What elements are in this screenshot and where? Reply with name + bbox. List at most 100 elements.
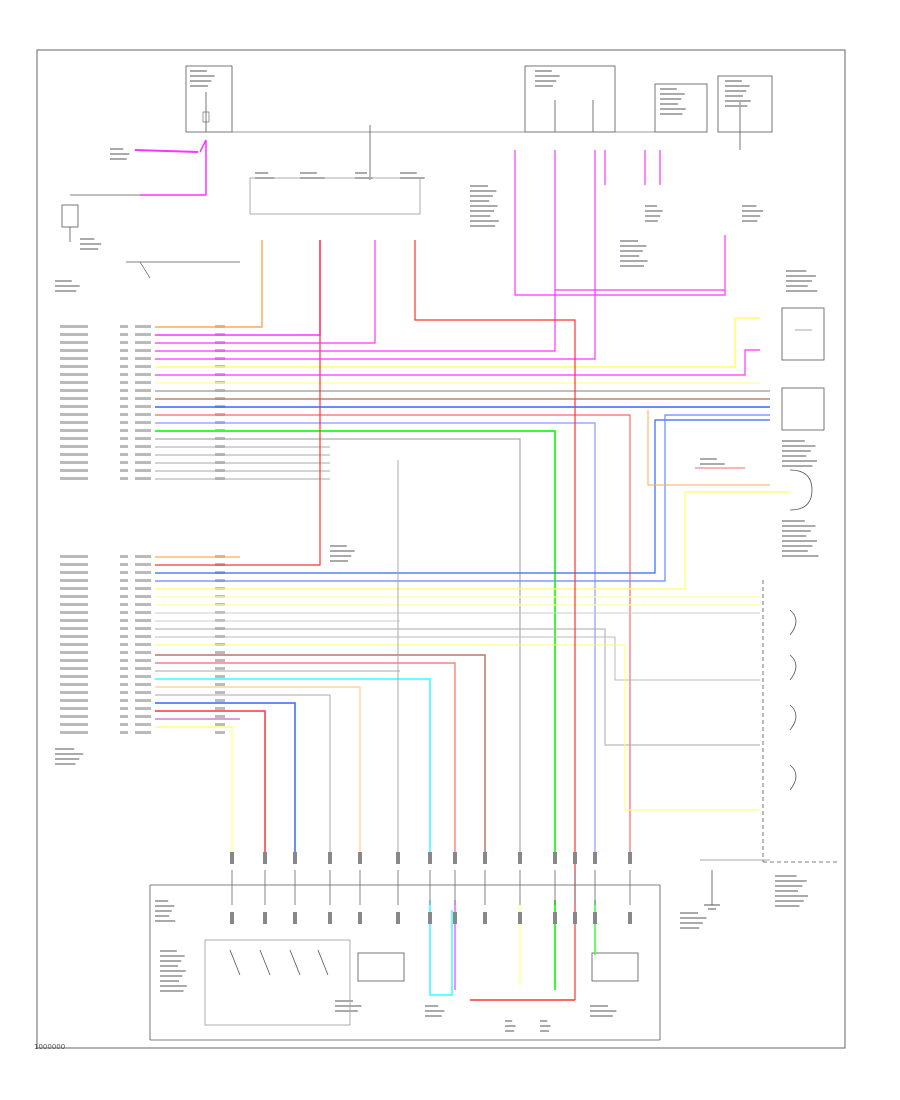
- label-mark: [775, 905, 800, 907]
- label-mark: [190, 70, 207, 72]
- label-mark: [400, 172, 417, 174]
- connector-pin: [453, 852, 457, 864]
- label-mark: [155, 915, 170, 917]
- label-mark: [400, 177, 425, 179]
- label-mark: [355, 172, 367, 174]
- connector-pin: [553, 852, 557, 864]
- label-mark: [335, 1010, 358, 1012]
- pcm-pin-stubs: [60, 325, 225, 734]
- label-mark: [775, 875, 797, 877]
- wire-pink-top-drops: [604, 150, 661, 185]
- wire-gray-10: [155, 628, 760, 746]
- label-mark: [255, 177, 275, 179]
- label-mark: [160, 970, 186, 972]
- connector-pin: [230, 852, 234, 864]
- label-mark: [355, 177, 373, 179]
- label-mark: [330, 555, 352, 557]
- label-mark: [300, 172, 317, 174]
- label-mark: [725, 105, 748, 107]
- label-mark: [55, 753, 84, 755]
- label-mark: [470, 215, 491, 217]
- label-mark: [742, 210, 764, 212]
- label-mark: [782, 520, 805, 522]
- wire-blue-5: [155, 702, 296, 860]
- label-mark: [620, 260, 648, 262]
- label-mark: [160, 960, 182, 962]
- label-mark: [190, 80, 212, 82]
- fuse-block-right: [524, 65, 773, 150]
- label-mark: [80, 243, 102, 245]
- wire-pink-2: [155, 240, 376, 344]
- label-mark: [505, 1030, 515, 1032]
- wire-pink-3: [155, 150, 556, 352]
- label-mark: [775, 900, 804, 902]
- label-mark: [660, 108, 686, 110]
- wire-blue-2: [155, 422, 596, 860]
- label-mark: [775, 880, 807, 882]
- label-mark: [425, 1010, 445, 1012]
- wire-brown-2: [155, 654, 486, 860]
- label-mark: [55, 285, 80, 287]
- label-mark: [110, 158, 127, 160]
- label-mark: [680, 912, 698, 914]
- label-mark: [782, 525, 816, 527]
- wire-orange-1: [155, 240, 263, 328]
- label-mark: [680, 927, 700, 929]
- label-mark: [660, 93, 685, 95]
- label-mark: [470, 195, 493, 197]
- label-mark: [505, 1020, 513, 1022]
- wire-yellow-6: [155, 644, 760, 811]
- label-mark: [660, 113, 683, 115]
- connector-pin: [573, 852, 577, 864]
- label-mark: [660, 103, 678, 105]
- wire-pink-right: [514, 150, 726, 296]
- label-mark: [645, 215, 661, 217]
- pin-row: [60, 667, 225, 670]
- label-mark: [155, 910, 172, 912]
- label-mark: [155, 900, 169, 902]
- pin-row: [60, 731, 225, 734]
- connector-pin: [593, 852, 597, 864]
- label-mark: [782, 545, 813, 547]
- label-mark: [775, 885, 803, 887]
- connector-pin: [518, 912, 522, 924]
- diagram-code: 1000000: [34, 1043, 66, 1051]
- label-mark: [620, 240, 638, 242]
- connector-pin: [453, 912, 457, 924]
- wire-red-vertical: [414, 240, 576, 1000]
- pin-row: [60, 691, 225, 694]
- label-mark: [160, 965, 178, 967]
- label-mark: [660, 98, 682, 100]
- right-sensor-3: [789, 469, 813, 511]
- label-mark: [725, 100, 751, 102]
- label-mark: [470, 205, 498, 207]
- label-mark: [330, 560, 348, 562]
- ignition-switch: [61, 139, 207, 242]
- label-mark: [190, 85, 208, 87]
- label-mark: [645, 205, 657, 207]
- label-mark: [300, 177, 325, 179]
- label-mark: [335, 1000, 353, 1002]
- wire-pink-5: [155, 349, 760, 376]
- label-mark: [786, 280, 812, 282]
- connector-pin: [263, 852, 267, 864]
- label-mark: [540, 1020, 548, 1022]
- connector-pin: [396, 852, 400, 864]
- label-mark: [330, 545, 347, 547]
- label-mark: [470, 210, 494, 212]
- pcm-connector-small: [126, 261, 240, 279]
- splice-block: [249, 177, 421, 215]
- label-mark: [660, 88, 677, 90]
- connector-pin: [263, 912, 267, 924]
- label-mark: [775, 895, 809, 897]
- label-mark: [782, 445, 816, 447]
- label-mark: [255, 172, 269, 174]
- label-mark: [782, 440, 805, 442]
- label-mark: [782, 535, 807, 537]
- wire-red-4: [155, 710, 266, 860]
- label-mark: [160, 985, 187, 987]
- label-mark: [725, 85, 750, 87]
- wire-orange-3: [155, 686, 361, 860]
- label-mark: [590, 1005, 608, 1007]
- connector-pin: [428, 852, 432, 864]
